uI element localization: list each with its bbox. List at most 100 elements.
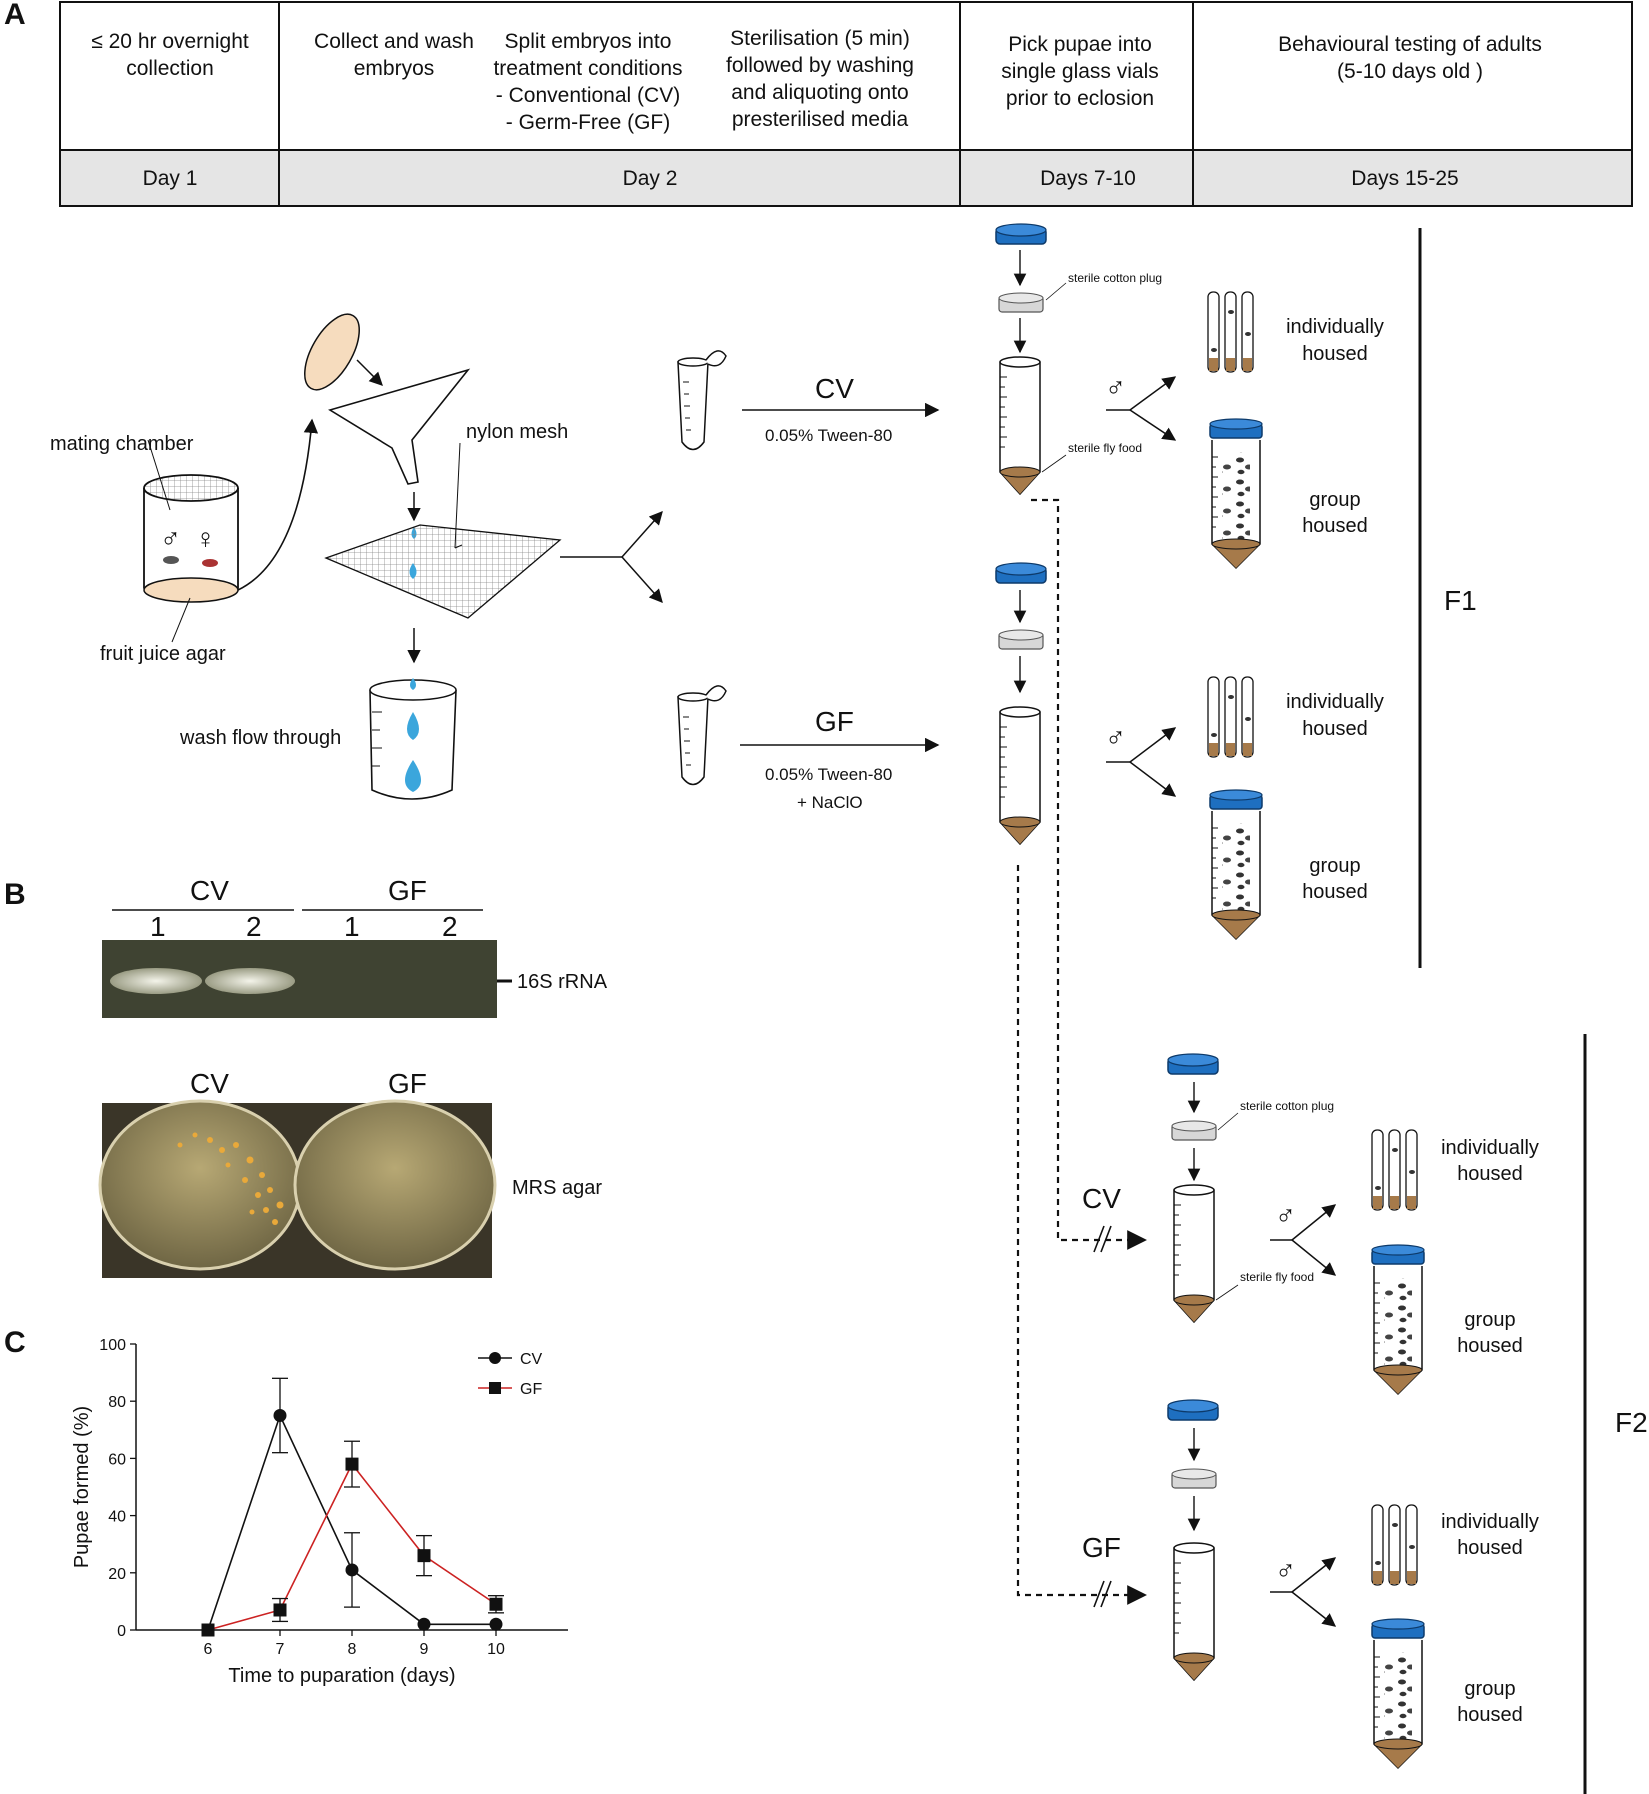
x-tick-label: 7 bbox=[276, 1641, 285, 1658]
data-point-gf bbox=[345, 1457, 359, 1471]
legend-marker-cv bbox=[489, 1352, 501, 1364]
step2c-line1: Sterilisation (5 min) bbox=[730, 27, 910, 50]
cv-tween-label: 0.05% Tween-80 bbox=[765, 426, 892, 445]
legend-label-cv: CV bbox=[520, 1351, 543, 1368]
gf-tween-label: 0.05% Tween-80 bbox=[765, 765, 892, 784]
branch-arrow bbox=[1106, 376, 1177, 441]
branch-arrow bbox=[1270, 1557, 1337, 1627]
step4-line2: (5-10 days old ) bbox=[1337, 60, 1483, 83]
split-arrow bbox=[560, 510, 663, 604]
fly-icon bbox=[163, 556, 179, 564]
group-housed-label: group bbox=[1464, 1678, 1515, 1700]
f2-label: F2 bbox=[1615, 1407, 1648, 1438]
microtube-gf bbox=[677, 685, 727, 786]
gf-f2-label: GF bbox=[1082, 1532, 1121, 1563]
y-tick-label: 0 bbox=[117, 1623, 126, 1640]
droplet-icon bbox=[409, 563, 417, 579]
housed-label: housed bbox=[1302, 515, 1368, 537]
housed-label: housed bbox=[1302, 881, 1368, 903]
housed-label: housed bbox=[1457, 1537, 1523, 1559]
housed-label: housed bbox=[1302, 718, 1368, 740]
data-point-cv bbox=[489, 1617, 503, 1631]
step1-line1: ≤ 20 hr overnight bbox=[91, 30, 249, 53]
funnel-icon bbox=[328, 368, 471, 485]
group-tube-icon bbox=[1371, 1244, 1425, 1395]
petri-dish-icon bbox=[304, 313, 360, 391]
step2a-line1: Collect and wash bbox=[314, 30, 474, 53]
branch-arrow bbox=[1106, 727, 1177, 797]
step2c-line4: presterilised media bbox=[732, 108, 909, 131]
housed-label: housed bbox=[1457, 1335, 1523, 1357]
single-vials-icon bbox=[1207, 291, 1254, 373]
gel-band bbox=[205, 968, 295, 994]
nylon-mesh-label: nylon mesh bbox=[466, 421, 568, 443]
timeline-step-wash: Collect and wash embryos bbox=[314, 30, 474, 80]
blue-cap-icon bbox=[1167, 1399, 1219, 1421]
male-symbol-f2-gf: ♂ bbox=[1275, 1555, 1296, 1586]
timeline-step-sterilisation: Sterilisation (5 min) followed by washin… bbox=[726, 27, 914, 131]
cv-treatment-label: CV bbox=[815, 373, 854, 404]
male-symbol-f2-cv: ♂ bbox=[1275, 1200, 1296, 1231]
y-tick-label: 20 bbox=[108, 1566, 126, 1583]
data-point-gf bbox=[489, 1597, 503, 1611]
day-1: Day 1 bbox=[143, 167, 198, 190]
beaker-icon bbox=[369, 678, 457, 800]
fruit-juice-agar-label: fruit juice agar bbox=[100, 643, 226, 665]
culture-tube-gf-f2 bbox=[1173, 1542, 1215, 1681]
blue-cap-icon bbox=[995, 562, 1047, 584]
y-tick-label: 60 bbox=[108, 1451, 126, 1468]
housed-label: housed bbox=[1457, 1704, 1523, 1726]
days-7-10: Days 7-10 bbox=[1040, 167, 1136, 190]
gel-cv-label: CV bbox=[190, 875, 229, 906]
mating-chamber-illustration: ♂ ♀ bbox=[143, 418, 319, 643]
timeline-step-behaviour: Behavioural testing of adults (5-10 days… bbox=[1278, 33, 1542, 83]
gel-gf-label: GF bbox=[388, 875, 427, 906]
data-point-gf bbox=[417, 1549, 431, 1563]
legend-label-gf: GF bbox=[520, 1381, 542, 1398]
individually-housed-label: individually bbox=[1441, 1511, 1539, 1533]
plate-gf-label: GF bbox=[388, 1068, 427, 1099]
step3-line1: Pick pupae into bbox=[1008, 33, 1152, 56]
gel-image: CV GF 1 2 1 2 16S rRNA bbox=[102, 875, 608, 1018]
individually-housed-label: individually bbox=[1286, 316, 1384, 338]
agar-plates-image: CV GF MRS agar bbox=[98, 1068, 602, 1278]
mrs-agar-label: MRS agar bbox=[512, 1177, 602, 1199]
gel-lane-2: 2 bbox=[246, 911, 262, 942]
sterile-fly-food-label: sterile fly food bbox=[1068, 441, 1142, 455]
group-tube-icon bbox=[1209, 418, 1263, 569]
panel-c-label: C bbox=[4, 1326, 26, 1359]
housed-label: housed bbox=[1457, 1163, 1523, 1185]
group-tube-icon bbox=[1371, 1618, 1425, 1769]
individually-housed-label: individually bbox=[1441, 1137, 1539, 1159]
sterile-fly-food-label: sterile fly food bbox=[1240, 1270, 1314, 1284]
timeline-step-pupae: Pick pupae into single glass vials prior… bbox=[1001, 33, 1159, 110]
x-tick-label: 6 bbox=[204, 1641, 213, 1658]
step2b-line4: - Germ-Free (GF) bbox=[506, 111, 670, 134]
culture-tube-cv-f1 bbox=[999, 356, 1041, 495]
timeline-step-split: Split embryos into treatment conditions … bbox=[493, 30, 682, 134]
gf-treatment-label: GF bbox=[815, 706, 854, 737]
step2b-line3: - Conventional (CV) bbox=[496, 84, 680, 107]
step2a-line2: embryos bbox=[354, 57, 435, 80]
days-15-25: Days 15-25 bbox=[1351, 167, 1458, 190]
data-point-cv bbox=[417, 1617, 431, 1631]
panel-b-label: B bbox=[4, 878, 26, 911]
gel-lane-1: 1 bbox=[150, 911, 166, 942]
blue-cap-icon bbox=[1167, 1053, 1219, 1075]
step2c-line2: followed by washing bbox=[726, 54, 914, 77]
microtube-cv bbox=[677, 350, 727, 451]
y-tick-label: 80 bbox=[108, 1394, 126, 1411]
cotton-plug-icon bbox=[998, 292, 1044, 313]
step1-line2: collection bbox=[126, 57, 214, 80]
step2c-line3: and aliquoting onto bbox=[731, 81, 909, 104]
y-axis-label: Pupae formed (%) bbox=[71, 1406, 93, 1568]
single-vials-icon bbox=[1371, 1129, 1418, 1211]
step2b-line1: Split embryos into bbox=[505, 30, 672, 53]
x-tick-label: 8 bbox=[348, 1641, 357, 1658]
gel-band bbox=[110, 968, 202, 994]
culture-tube-cv-f2 bbox=[1173, 1184, 1215, 1323]
cotton-plug-icon bbox=[1171, 1468, 1217, 1489]
plate-cv-label: CV bbox=[190, 1068, 229, 1099]
legend-marker-gf bbox=[489, 1382, 501, 1394]
male-symbol-chamber: ♂ bbox=[160, 523, 181, 554]
